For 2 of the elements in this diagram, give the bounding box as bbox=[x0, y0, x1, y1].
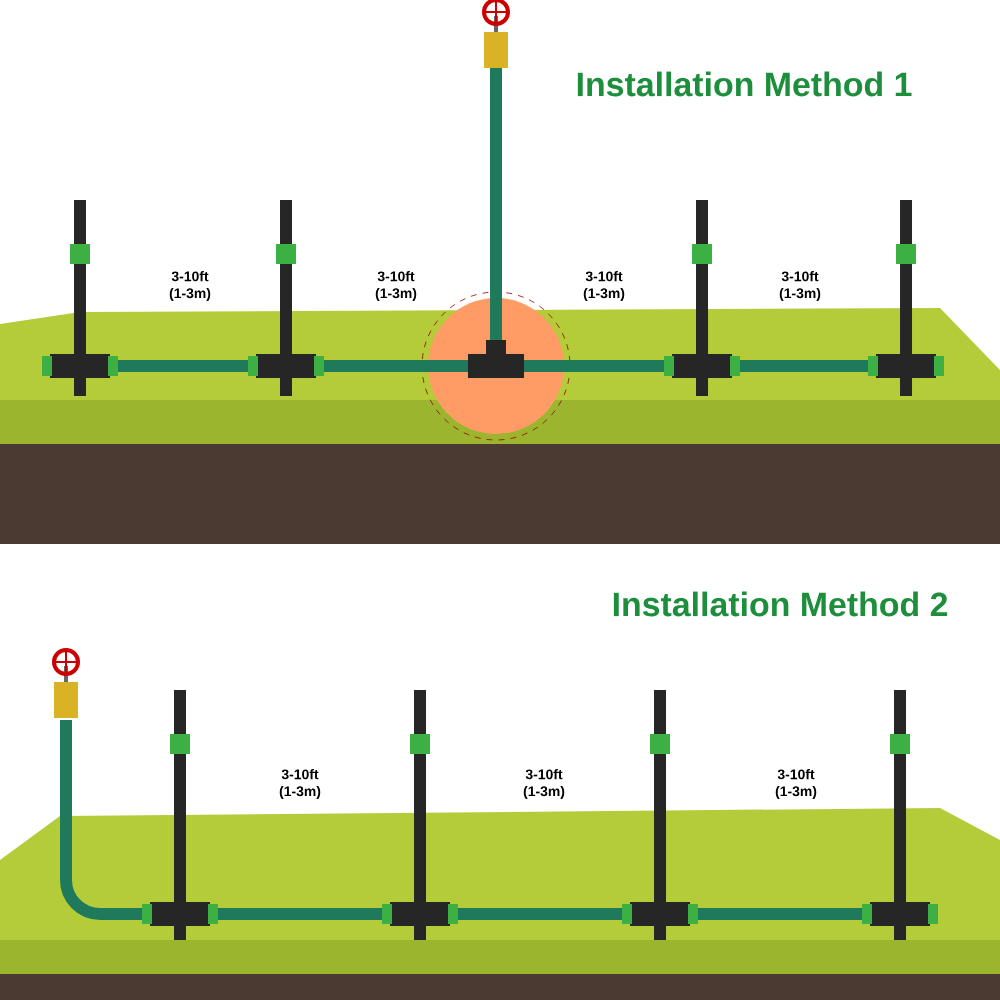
title: Installation Method 1 bbox=[577, 71, 912, 97]
title: Installation Method 2 bbox=[613, 591, 948, 617]
